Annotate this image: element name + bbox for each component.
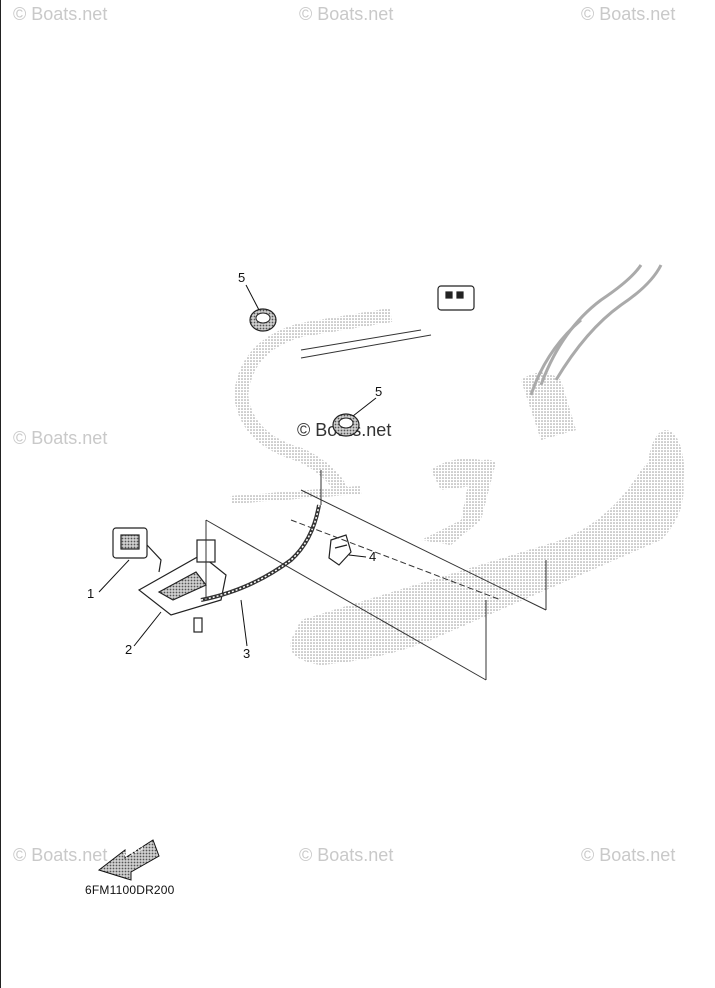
wire-harness-loop — [230, 308, 432, 504]
watermark-top-right: © Boats.net — [581, 4, 676, 24]
watermark-bottom-right: © Boats.net — [581, 845, 676, 865]
watermark-mid-left: © Boats.net — [13, 428, 108, 448]
callout-5-lower: 5 — [375, 384, 383, 399]
callout-1: 1 — [87, 586, 95, 601]
clamp-part — [328, 534, 352, 566]
diagram-code: 6FM1100DR200 — [85, 883, 175, 897]
grommet-lower — [332, 413, 360, 437]
grommet-upper — [249, 308, 277, 332]
switch-part — [112, 527, 162, 573]
watermark-top-left: © Boats.net — [13, 4, 108, 24]
callout-2: 2 — [125, 642, 133, 657]
tiller-handle — [290, 372, 684, 665]
callout-leaders — [98, 284, 377, 647]
watermark-top-center: © Boats.net — [299, 4, 394, 24]
watermark-bottom-left: © Boats.net — [13, 845, 108, 865]
cable-part — [200, 504, 321, 602]
callout-5-upper: 5 — [238, 270, 246, 285]
forward-arrow-icon — [97, 839, 160, 881]
bracket-part — [137, 539, 227, 633]
callout-3: 3 — [243, 646, 251, 661]
harness-connector — [437, 285, 475, 311]
callout-4: 4 — [369, 549, 377, 564]
watermark-bottom-center: © Boats.net — [299, 845, 394, 865]
tiller-wires-right — [529, 264, 663, 396]
assembly-lines — [205, 470, 547, 681]
